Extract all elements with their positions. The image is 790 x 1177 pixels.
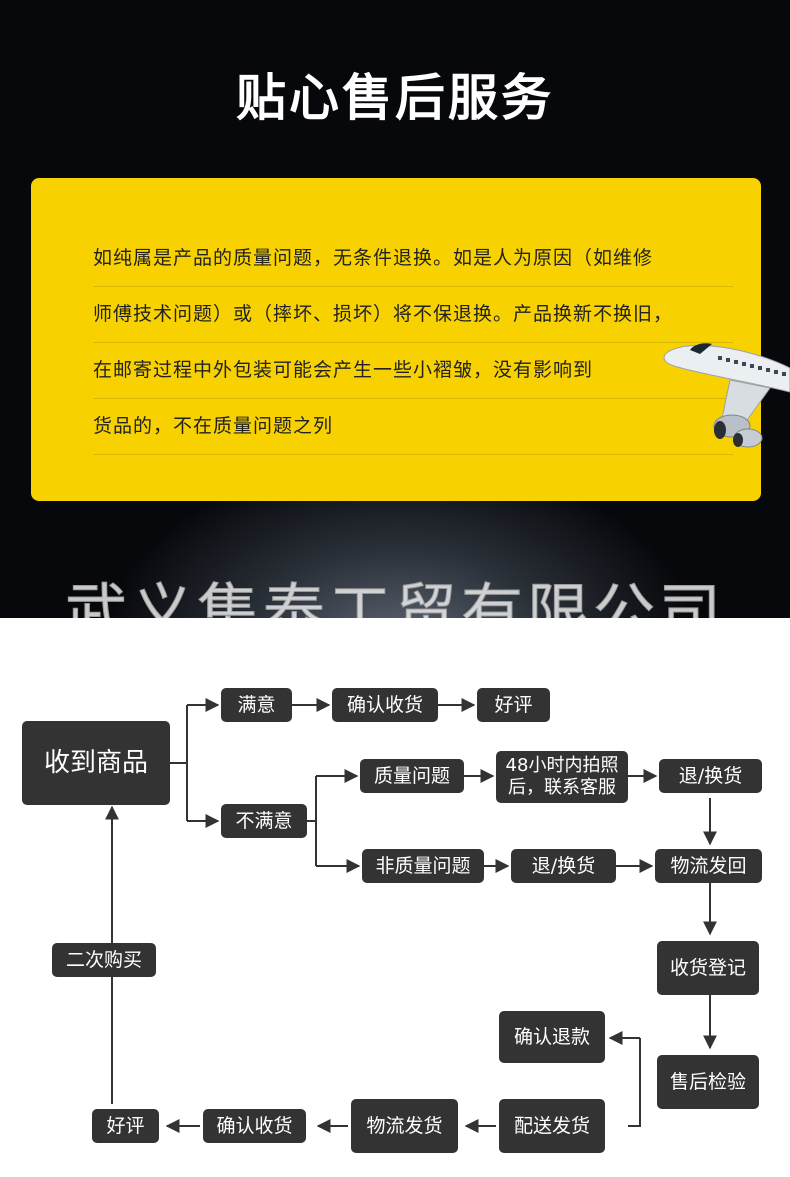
airplane-icon	[663, 343, 790, 448]
receive-goods-step: 收到商品	[22, 721, 170, 805]
delivery-ship-step: 配送发货	[499, 1099, 605, 1153]
return-exchange-top-step: 退/换货	[659, 759, 762, 793]
quality-issue-step: 质量问题	[360, 759, 464, 793]
receive-register-step: 收货登记	[657, 941, 759, 995]
repurchase-step: 二次购买	[52, 943, 156, 977]
good-review-top-step: 好评	[477, 688, 550, 722]
logistics-ship-step: 物流发货	[351, 1099, 458, 1153]
good-review-bottom-step: 好评	[92, 1109, 159, 1143]
company-watermark: 武义集泰工贸有限公司	[64, 576, 725, 619]
hero-banner: 贴心售后服务 如纯属是产品的质量问题，无条件退换。如是人为原因（如维修 师傅技术…	[0, 0, 790, 618]
policy-line-1: 如纯属是产品的质量问题，无条件退换。如是人为原因（如维修	[93, 230, 733, 287]
confirm-refund-step: 确认退款	[499, 1011, 605, 1063]
unsatisfied-step: 不满意	[221, 804, 307, 838]
page-title: 贴心售后服务	[236, 69, 554, 127]
satisfied-step: 满意	[221, 688, 292, 722]
logistics-return-step: 物流发回	[655, 849, 762, 883]
photo-contact-line-1: 48小时内拍照	[505, 755, 619, 776]
policy-line-2: 师傅技术问题）或（摔坏、损坏）将不保退换。产品换新不换旧，	[93, 286, 733, 343]
policy-line-4: 货品的，不在质量问题之列	[93, 398, 733, 455]
confirm-receipt-bottom-step: 确认收货	[203, 1109, 306, 1143]
photo-contact-step: 48小时内拍照 后，联系客服	[496, 751, 628, 803]
non-quality-issue-step: 非质量问题	[362, 849, 484, 883]
return-exchange-mid-step: 退/换货	[511, 849, 616, 883]
policy-line-3: 在邮寄过程中外包装可能会产生一些小褶皱，没有影响到	[93, 342, 733, 399]
after-sale-check-step: 售后检验	[657, 1055, 759, 1109]
confirm-receipt-top-step: 确认收货	[332, 688, 438, 722]
photo-contact-line-2: 后，联系客服	[508, 777, 616, 798]
policy-notice-card: 如纯属是产品的质量问题，无条件退换。如是人为原因（如维修 师傅技术问题）或（摔坏…	[31, 178, 761, 501]
